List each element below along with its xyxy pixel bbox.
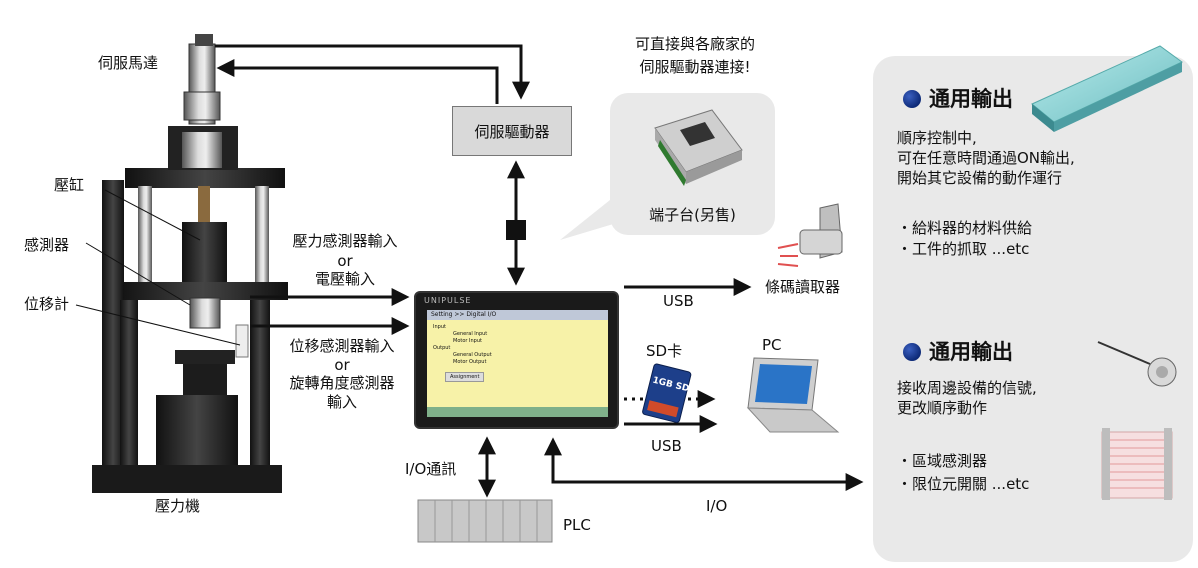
screen-row: Motor Input [453,338,482,344]
cylinder-label: 壓缸 [54,176,85,194]
sec1-bullet2: ・工件的抓取 ...etc [897,240,1030,258]
disp-input-or: or [334,356,350,374]
screen-assign-button[interactable]: Assignment [445,372,485,382]
screen-title: Setting >> Digital I/O [427,310,608,320]
sec1-title: 通用輸出 [903,89,1013,110]
disp-input-line2: 旋轉角度感測器 [289,374,395,392]
force-input-line1: 壓力感測器輸入 [292,232,398,250]
disp-input-line3: 輸入 [326,393,357,411]
sec1-line1: 順序控制中, [897,129,977,147]
screen-footer [427,407,608,417]
device-screen: Setting >> Digital I/O Input General Inp… [427,310,608,417]
io-label: I/O [706,497,728,515]
bubble-tail [560,200,620,240]
screen-row: Input [433,324,446,330]
device-brand: UNIPULSE [424,296,472,305]
force-input-line2: 電壓輸入 [314,270,375,288]
force-input-or: or [337,252,353,270]
sec2-bullet2: ・限位元開關 ...etc [897,475,1030,493]
sec1-line2: 可在任意時間通過ON輸出, [897,149,1075,167]
sec2-line2: 更改順序動作 [897,399,988,417]
connector-square [506,220,526,240]
sd-card-image [642,363,692,423]
direct-line1: 可直接與各廠家的 [634,35,755,53]
io-comm-label: I/O通訊 [405,460,457,478]
arrows [215,44,864,498]
bullet-dot-icon [903,343,921,361]
usb-top-label: USB [663,292,694,310]
plc-label: PLC [563,516,591,534]
servo-motor-label: 伺服馬達 [98,54,159,72]
usb-bottom-label: USB [651,437,682,455]
screen-row: General Input [453,331,488,337]
disp-input-line1: 位移感測器輸入 [289,337,395,355]
displacement-label: 位移計 [24,295,70,313]
sec2-line1: 接收周邊設備的信號, [897,379,1037,397]
sec2-bullet1: ・區域感測器 [897,452,988,470]
direct-line2: 伺服驅動器連接! [639,58,751,76]
servo-driver-box: 伺服驅動器 [452,106,572,156]
sec1-line3: 開始其它設備的動作運行 [897,169,1063,187]
sd-label: SD卡 [646,342,683,360]
screen-rows: Input General Input Motor Input Output G… [433,324,492,366]
press-machine [92,34,288,493]
sensor-label: 感測器 [24,236,70,254]
terminal-label: 端子台(另售) [649,206,736,224]
barcode-reader-image [777,203,843,267]
laptop-image [746,357,840,433]
pc-label: PC [762,336,782,354]
screen-row: Output [433,345,451,351]
screen-row: Motor Output [453,359,487,365]
sec1-bullet1: ・給料器的材料供給 [897,219,1033,237]
servo-driver-label: 伺服驅動器 [474,122,550,141]
sec2-title: 通用輸出 [903,342,1013,363]
bullet-dot-icon [903,90,921,108]
leader-lines [75,189,241,346]
plc-image [417,499,553,543]
barcode-label: 條碼讀取器 [765,278,841,296]
press-label: 壓力機 [155,497,201,515]
controller-device: UNIPULSE Setting >> Digital I/O Input Ge… [414,291,619,429]
screen-row: General Output [453,352,492,358]
